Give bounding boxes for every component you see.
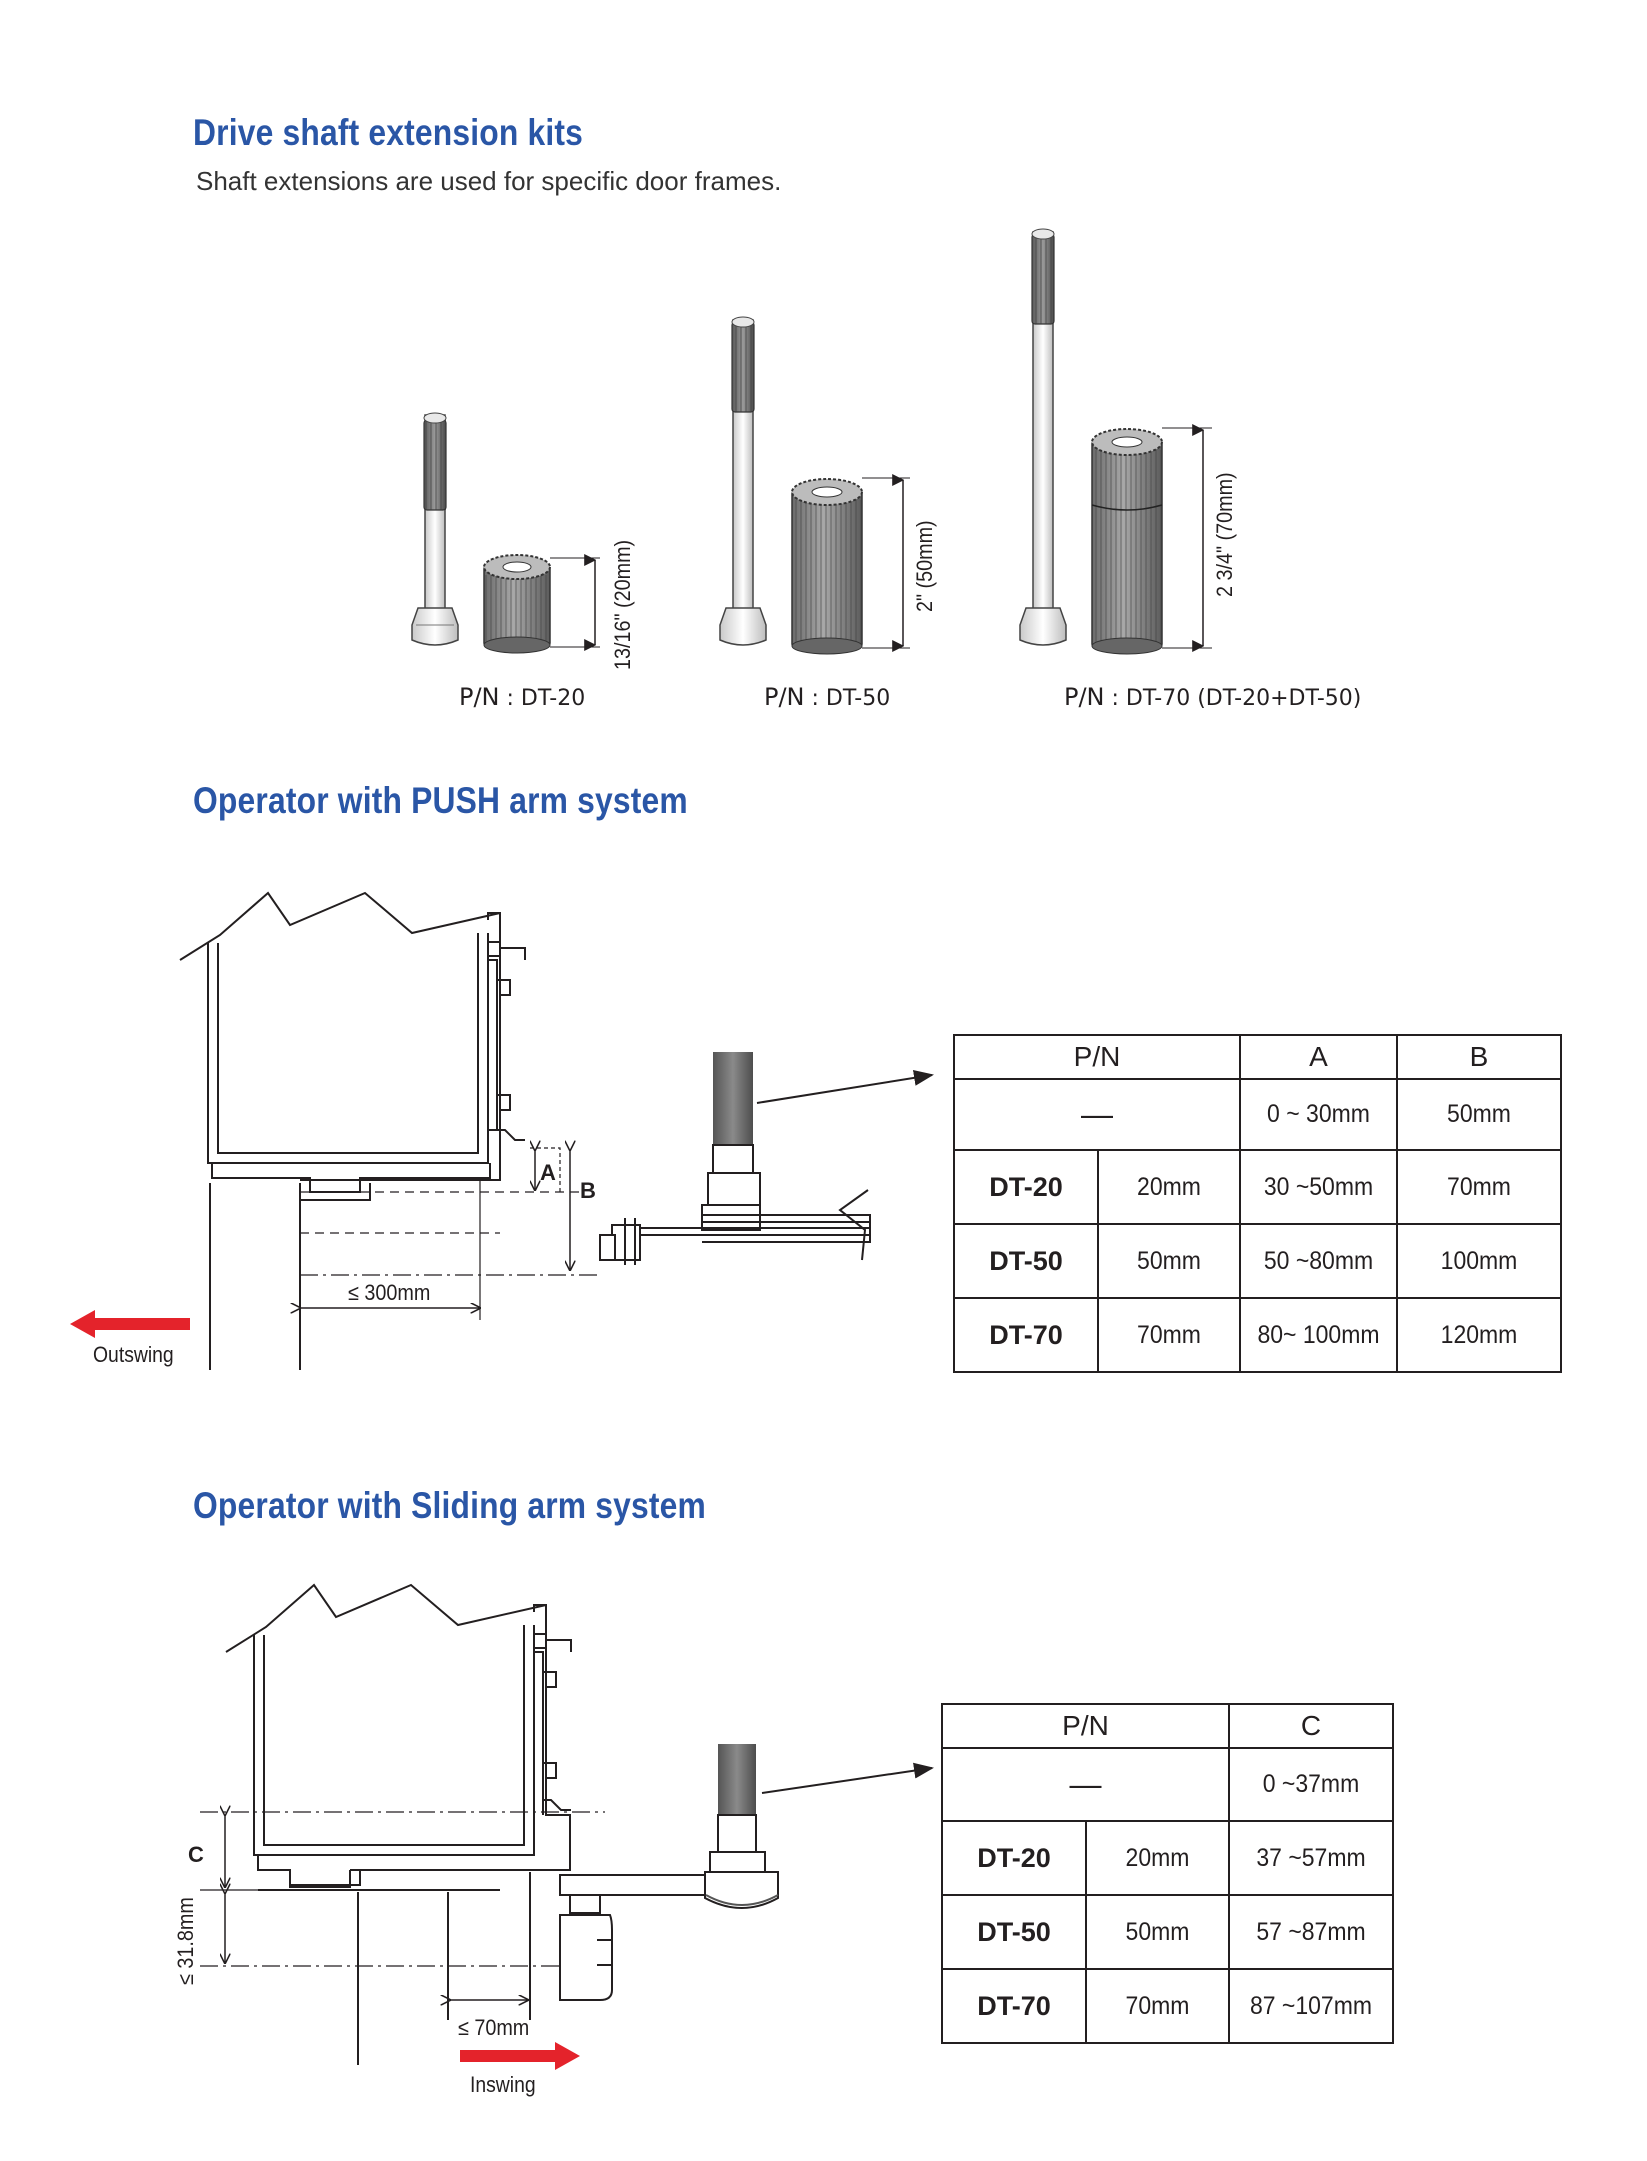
dimension-dt70: 2 3/4" (70mm) bbox=[1213, 472, 1237, 597]
sliding-dim-height: ≤ 31.8mm bbox=[174, 1897, 198, 1985]
sliding-label-c: C bbox=[188, 1842, 204, 1867]
dimension-dt20: 13/16" (20mm) bbox=[611, 540, 635, 670]
inswing-arrow-icon bbox=[555, 2042, 580, 2070]
shaft-dt50-icon bbox=[719, 316, 910, 655]
push-col-a: A bbox=[1239, 1034, 1398, 1080]
table-row: DT-20 20mm 37 ~57mm bbox=[941, 1820, 1393, 1896]
table-row: DT-20 20mm 30 ~50mm 70mm bbox=[953, 1149, 1561, 1225]
push-label-b: B bbox=[580, 1178, 596, 1203]
sliding-col-pn: P/N bbox=[941, 1703, 1230, 1749]
push-arm-diagram: A B ≤ 300mm Outswing bbox=[70, 891, 934, 1370]
dimension-dt50: 2" (50mm) bbox=[913, 520, 937, 612]
table-row: DT-50 50mm 57 ~87mm bbox=[941, 1894, 1393, 1970]
sliding-spec-table: P/N C — 0 ~37mm DT-20 20mm 37 ~57mm DT-5… bbox=[941, 1703, 1394, 2044]
push-dim-width: ≤ 300mm bbox=[348, 1281, 430, 1305]
pn-label-dt20: P/N : DT-20 bbox=[459, 683, 586, 711]
table-row: — 0 ~ 30mm 50mm bbox=[953, 1078, 1561, 1151]
push-title: Operator with PUSH arm system bbox=[193, 780, 688, 821]
shaft-dt70-icon bbox=[1019, 228, 1212, 655]
table-row: — 0 ~37mm bbox=[941, 1747, 1393, 1822]
push-label-a: A bbox=[540, 1160, 556, 1185]
sliding-dim-width: ≤ 70mm bbox=[458, 2016, 529, 2040]
push-col-pn: P/N bbox=[953, 1034, 1241, 1080]
sliding-direction: Inswing bbox=[470, 2073, 536, 2097]
pn-label-dt50: P/N : DT-50 bbox=[764, 683, 891, 711]
table-row: DT-50 50mm 50 ~80mm 100mm bbox=[953, 1223, 1561, 1299]
push-direction: Outswing bbox=[93, 1343, 174, 1367]
push-spec-table: P/N A B — 0 ~ 30mm 50mm DT-20 20mm 30 ~5… bbox=[953, 1034, 1562, 1373]
sliding-title: Operator with Sliding arm system bbox=[193, 1485, 706, 1526]
kits-title: Drive shaft extension kits bbox=[193, 112, 583, 153]
push-col-b: B bbox=[1396, 1034, 1562, 1080]
pn-label-dt70: P/N : DT-70 (DT-20+DT-50) bbox=[1064, 683, 1362, 711]
kits-illustration: 13/16" (20mm) 2" (50mm) 2 3/4" (70mm) bbox=[411, 228, 1237, 670]
table-row: DT-70 70mm 80~ 100mm 120mm bbox=[953, 1297, 1561, 1373]
table-row: DT-70 70mm 87 ~107mm bbox=[941, 1968, 1393, 2044]
sliding-col-c: C bbox=[1228, 1703, 1394, 1749]
outswing-arrow-icon bbox=[70, 1310, 95, 1338]
shaft-dt20-icon bbox=[411, 412, 600, 654]
kits-subtitle: Shaft extensions are used for specific d… bbox=[196, 166, 782, 196]
